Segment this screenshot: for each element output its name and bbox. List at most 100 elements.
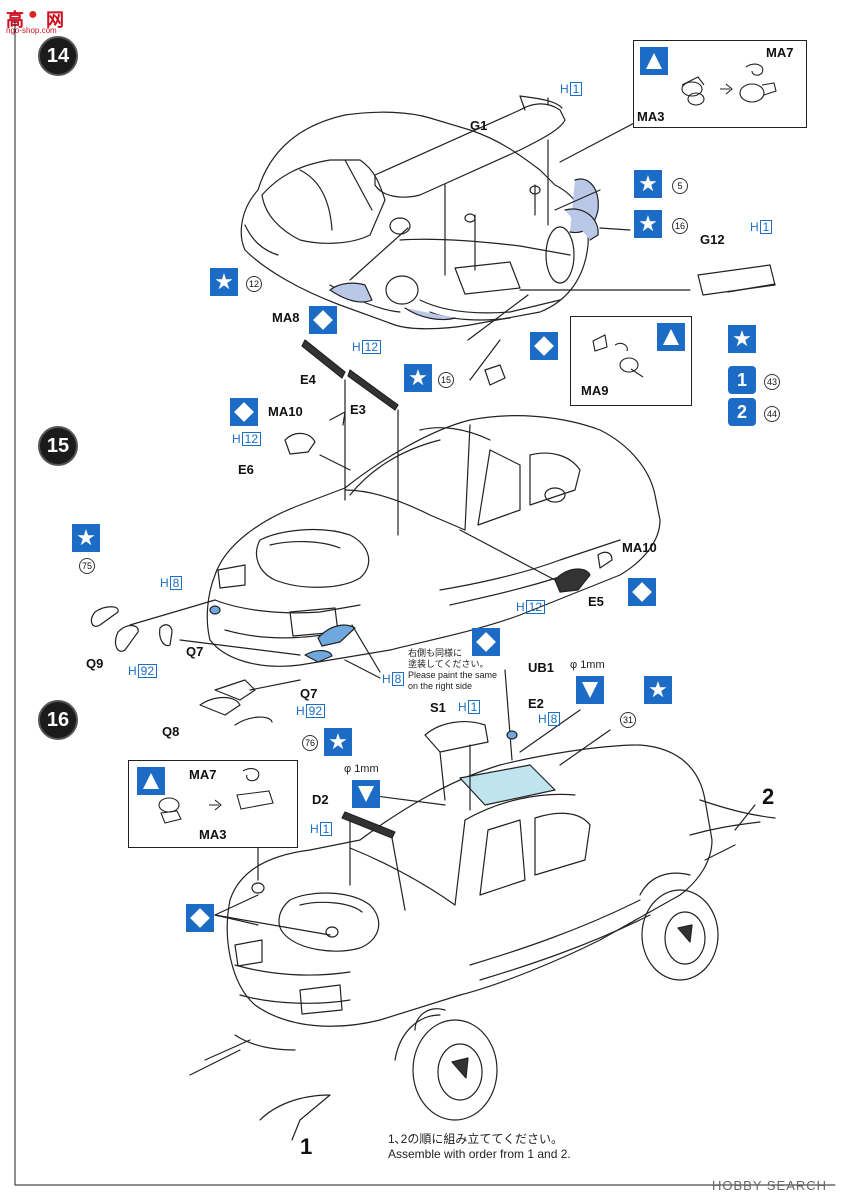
part-label-ma7: MA7 — [766, 45, 794, 60]
site-logo-text: 网 — [46, 10, 64, 30]
drill-size: φ 1mm — [344, 763, 379, 775]
ma9-detail-sketch — [592, 334, 644, 378]
star-icon: ★ — [634, 210, 662, 238]
ma7-detail-sketch — [681, 63, 777, 106]
color-number-75: 75 — [79, 558, 95, 574]
star-icon: ★ — [634, 170, 662, 198]
step-number-16: 16 — [38, 700, 78, 740]
part-label-e2: E2 — [528, 696, 544, 711]
car-14-body — [240, 111, 589, 330]
step-number-15: 15 — [38, 426, 78, 466]
mirror-e5 — [554, 568, 591, 593]
part-label-ma3: MA3 — [637, 109, 665, 124]
roof-window — [459, 764, 556, 806]
star-icon: ★ — [644, 676, 672, 704]
site-logo: 高 — [6, 10, 24, 30]
site-logo-mark: ● — [28, 6, 38, 23]
sunroof-s1 — [424, 720, 489, 753]
assembly-order-en: Assemble with order from 1 and 2. — [388, 1147, 571, 1161]
part-label-q8: Q8 — [162, 724, 180, 739]
car-16-body — [226, 744, 713, 1027]
part-label-g1: G1 — [470, 118, 488, 133]
license-plate-g12 — [697, 264, 776, 296]
part-label-ub1: UB1 — [528, 660, 555, 675]
wedge-icon — [137, 767, 165, 795]
part-label-s1: S1 — [430, 700, 446, 715]
mirror-e6 — [284, 432, 316, 455]
right-side-note: 右側も同様に 塗装してください。 Please paint the same o… — [408, 648, 497, 692]
detail-panel-ma9: MA9 — [570, 316, 692, 406]
wedge-icon — [657, 323, 685, 351]
drill-icon — [352, 780, 380, 808]
diamond-icon — [230, 398, 258, 426]
color-number-5: 5 — [672, 178, 688, 194]
color-number-44: 44 — [764, 406, 780, 422]
fog-light-blue — [317, 624, 356, 647]
diamond-icon — [472, 628, 500, 656]
step-number-14: 14 — [38, 36, 78, 76]
star-icon: ★ — [210, 268, 238, 296]
color-number-12: 12 — [246, 276, 262, 292]
car-15-body — [206, 415, 661, 667]
part-label-q7: Q7 — [186, 644, 204, 659]
part-label-q9: Q9 — [86, 656, 104, 671]
detail-panel-ma7-ma3-16: MA7 MA3 — [128, 760, 298, 848]
rear-wheel — [641, 889, 719, 981]
note-line-3: Please paint the same — [408, 670, 498, 680]
diamond-icon — [309, 306, 337, 334]
order-number-1: 1 — [300, 1134, 313, 1159]
assembly-order-note: 1､2の順に組み立ててください。 Assemble with order fro… — [388, 1132, 571, 1162]
antenna-ub1 — [504, 669, 513, 761]
part-label-e4: E4 — [300, 372, 316, 387]
star-icon: ★ — [72, 524, 100, 552]
color-number-15: 15 — [438, 372, 454, 388]
wiper-e3 — [347, 369, 399, 411]
note-line-1: 右側も同様に — [408, 648, 463, 658]
rear-wing-g1 — [374, 103, 566, 198]
wiper-e4 — [301, 339, 346, 379]
color-number-76: 76 — [302, 735, 318, 751]
star-icon: ★ — [728, 325, 756, 353]
part-label-d2: D2 — [312, 792, 329, 807]
star-icon: ★ — [404, 364, 432, 392]
assembly-order-jp: 1､2の順に組み立ててください。 — [388, 1132, 563, 1146]
paint-mark-2: 2 — [728, 398, 756, 426]
diamond-icon — [530, 332, 558, 360]
part-label-g12: G12 — [700, 232, 725, 247]
detail-panel-ma7-ma3: MA7 — [633, 40, 807, 128]
diamond-icon — [186, 904, 214, 932]
wedge-icon — [640, 47, 668, 75]
part-label-e3: E3 — [350, 402, 366, 417]
note-line-4: on the right side — [408, 681, 473, 691]
color-number-16: 16 — [672, 218, 688, 234]
part-label-e5: E5 — [588, 594, 604, 609]
ma7-ma3-detail-sketch — [158, 768, 274, 824]
note-line-2: 塗装してください。 — [408, 659, 489, 669]
part-label-q7: Q7 — [300, 686, 318, 701]
part-label-ma9: MA9 — [581, 383, 609, 398]
part-label-ma7: MA7 — [189, 767, 217, 782]
order-number-2: 2 — [762, 784, 775, 809]
paint-mark-1: 1 — [728, 366, 756, 394]
part-label-ma3: MA3 — [199, 827, 227, 842]
part-label-ma8: MA8 — [272, 310, 300, 325]
star-icon: ★ — [324, 728, 352, 756]
drill-size: φ 1mm — [570, 659, 605, 671]
part-label-ma10: MA10 — [268, 404, 303, 419]
color-number-31: 31 — [620, 712, 636, 728]
part-label-ma10: MA10 — [622, 540, 657, 555]
part-label-e6: E6 — [238, 462, 254, 477]
